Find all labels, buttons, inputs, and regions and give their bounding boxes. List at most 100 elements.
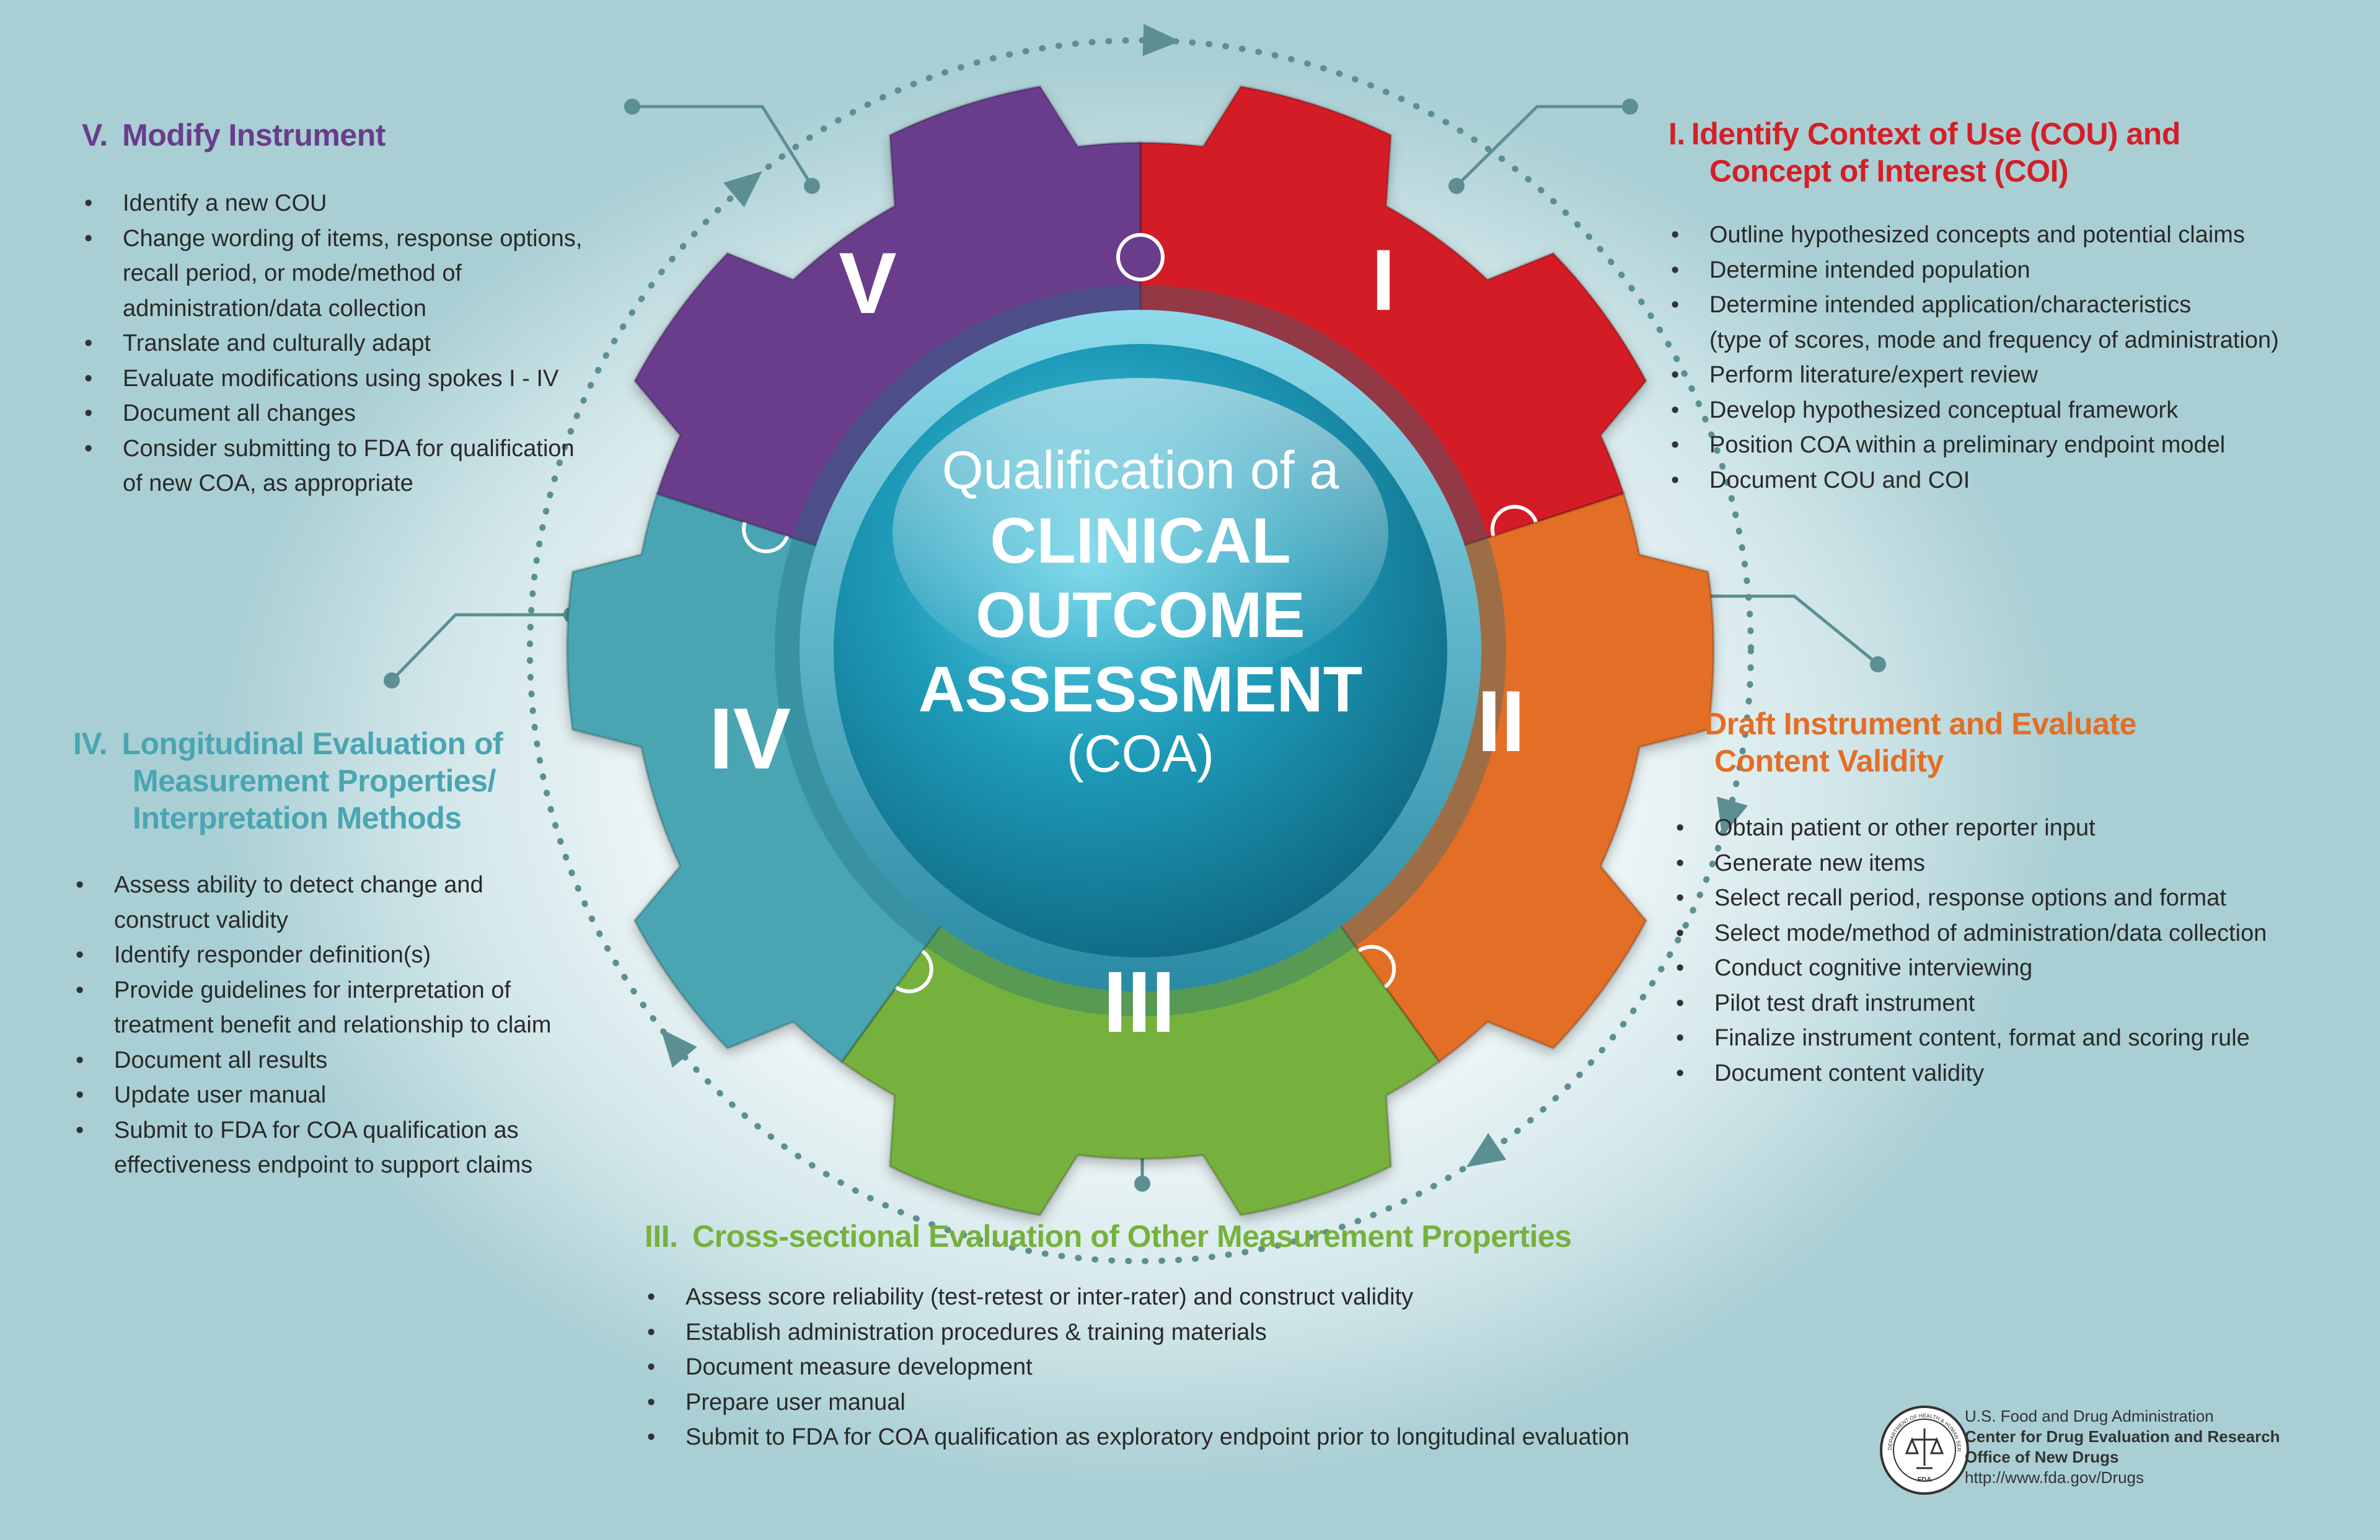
section-iii-title: III. Cross-sectional Evaluation of Other… <box>645 1218 1760 1255</box>
list-item-line: Document all results <box>114 1047 328 1073</box>
list-item: Determine intended population <box>1668 253 2350 288</box>
section-ii-list: Obtain patient or other reporter inputGe… <box>1673 811 2355 1091</box>
list-item-line: treatment benefit and relationship to cl… <box>114 1012 552 1038</box>
orbit-arrow-icon <box>723 171 762 208</box>
list-item-line: Update user manual <box>114 1082 327 1108</box>
list-item-line: Identify responder definition(s) <box>114 942 431 968</box>
section-ii: II.Draft Instrument and Evaluate Content… <box>1673 705 2355 1091</box>
section-iii-title-line-1: Cross-sectional Evaluation of Other Meas… <box>692 1219 1572 1254</box>
gear-numerals: I II III IV V <box>709 231 1525 1050</box>
connector-dot <box>804 178 820 194</box>
list-item: Conduct cognitive interviewing <box>1673 951 2355 986</box>
list-item: Obtain patient or other reporter input <box>1673 811 2355 846</box>
section-iv-number: IV. <box>73 726 108 761</box>
section-iv: IV. Longitudinal Evaluation of Measureme… <box>73 725 631 1183</box>
gear-label-v: V <box>839 234 896 332</box>
connector-dot <box>624 99 640 115</box>
list-item: Evaluate modifications using spokes I - … <box>82 361 640 397</box>
list-item: Submit to FDA for COA qualification as e… <box>645 1420 1760 1455</box>
section-iv-title-line-2: Measurement Properties/ <box>133 763 496 798</box>
section-ii-title: II.Draft Instrument and Evaluate Content… <box>1673 705 2355 780</box>
fda-footer-text: U.S. Food and Drug Administration Center… <box>1965 1406 2280 1488</box>
list-item-line: Position COA within a preliminary endpoi… <box>1709 432 2226 458</box>
section-iv-title-line-1: Longitudinal Evaluation of <box>121 726 503 761</box>
list-item: Document all results <box>73 1043 631 1078</box>
section-iii: III. Cross-sectional Evaluation of Other… <box>645 1218 1760 1455</box>
list-item-line: Select recall period, response options a… <box>1714 885 2226 911</box>
center-title-line-2: CLINICAL <box>990 505 1290 577</box>
list-item: Determine intended application/character… <box>1668 288 2350 358</box>
section-i-title: I.Identify Context of Use (COU) and Conc… <box>1668 115 2350 190</box>
center-title-line-3: OUTCOME <box>976 579 1305 651</box>
list-item-line: Generate new items <box>1714 850 1926 876</box>
orbit-dotted-circle <box>527 37 1754 1264</box>
list-item: Identify responder definition(s) <box>73 938 631 973</box>
section-ii-title-line-2: Content Validity <box>1714 744 1944 778</box>
gear-label-i: I <box>1372 231 1396 328</box>
connector-dot <box>1134 1176 1150 1192</box>
list-item: Develop hypothesized conceptual framewor… <box>1668 393 2350 428</box>
list-item-line: effectiveness endpoint to support claims <box>114 1152 533 1178</box>
list-item-line: Provide guidelines for interpretation of <box>114 977 511 1003</box>
list-item: Select mode/method of administration/dat… <box>1673 916 2355 951</box>
orbit-arrow-icon <box>661 1029 697 1068</box>
list-item: Generate new items <box>1673 846 2355 881</box>
list-item: Translate and culturally adapt <box>82 326 640 361</box>
center-title-line-5: (COA) <box>1067 724 1214 783</box>
section-ii-title-line-1: Draft Instrument and Evaluate <box>1704 706 2136 741</box>
section-i-title-line-2: Concept of Interest (COI) <box>1709 154 2069 188</box>
fda-agency: U.S. Food and Drug Administration <box>1965 1407 2214 1425</box>
list-item: Document measure development <box>645 1350 1760 1385</box>
list-item: Assess score reliability (test-retest or… <box>645 1280 1760 1315</box>
list-item: Update user manual <box>73 1078 631 1113</box>
list-item-line: Finalize instrument content, format and … <box>1714 1025 2250 1051</box>
gear-segments <box>566 85 1715 1217</box>
list-item: Perform literature/expert review <box>1668 358 2350 393</box>
list-item: Establish administration procedures & tr… <box>645 1315 1760 1350</box>
connector-dot <box>384 672 400 689</box>
list-item-line: Submit to FDA for COA qualification as e… <box>685 1424 1629 1450</box>
list-item-line: recall period, or mode/method of <box>123 260 462 286</box>
list-item: Consider submitting to FDA for qualifica… <box>82 431 640 501</box>
connector-dot <box>1448 178 1465 194</box>
fda-url-link[interactable]: http://www.fda.gov/Drugs <box>1965 1468 2144 1487</box>
center-title-line-4: ASSESSMENT <box>919 654 1363 726</box>
list-item: Change wording of items, response option… <box>82 221 640 327</box>
list-item: Outline hypothesized concepts and potent… <box>1668 218 2350 253</box>
list-item-line: Pilot test draft instrument <box>1714 990 1975 1016</box>
list-item: Submit to FDA for COA qualification as ef… <box>73 1113 631 1183</box>
list-item: Pilot test draft instrument <box>1673 986 2355 1021</box>
list-item: Document content validity <box>1673 1056 2355 1091</box>
list-item-line: Prepare user manual <box>685 1389 906 1415</box>
section-v-title: V. Modify Instrument <box>82 117 640 154</box>
list-item: Finalize instrument content, format and … <box>1673 1021 2355 1056</box>
list-item-line: Establish administration procedures & tr… <box>685 1319 1267 1345</box>
connector-line <box>632 105 814 187</box>
list-item-line: Perform literature/expert review <box>1709 362 2038 388</box>
orbit-arrow-icon <box>1142 24 1181 56</box>
orbit-arrow-icon <box>1466 1133 1507 1168</box>
list-item-line: Select mode/method of administration/dat… <box>1714 920 2267 946</box>
list-item-line: Outline hypothesized concepts and potent… <box>1709 222 2245 248</box>
fda-footer: DEPARTMENT OF HEALTH & HUMAN SERVICES FD… <box>1878 1404 2349 1497</box>
list-item: Prepare user manual <box>645 1385 1760 1420</box>
list-item-line: Submit to FDA for COA qualification as <box>114 1117 519 1143</box>
section-iv-list: Assess ability to detect change andconst… <box>73 868 631 1183</box>
list-item: Identify a new COU <box>82 186 640 221</box>
list-item-line: Translate and culturally adapt <box>123 330 431 356</box>
cycle-arrows <box>527 24 1754 1264</box>
list-item-line: administration/data collection <box>123 295 427 322</box>
connector-line <box>1455 105 1630 187</box>
section-iv-title-line-3: Interpretation Methods <box>133 801 462 835</box>
list-item-line: of new COA, as appropriate <box>123 470 413 496</box>
gear-label-ii: II <box>1477 672 1525 770</box>
center-lens: Qualification of a CLINICAL OUTCOME ASSE… <box>775 285 1506 1016</box>
fda-center: Center for Drug Evaluation and Research <box>1965 1427 2280 1446</box>
list-item-line: Consider submitting to FDA for qualifica… <box>123 435 575 462</box>
list-item: Select recall period, response options a… <box>1673 881 2355 916</box>
center-title-line-1: Qualification of a <box>942 441 1339 500</box>
list-item-line: Document measure development <box>685 1354 1033 1380</box>
list-item-line: Document all changes <box>123 400 356 426</box>
section-i-title-line-1: Identify Context of Use (COU) and <box>1691 117 2181 151</box>
